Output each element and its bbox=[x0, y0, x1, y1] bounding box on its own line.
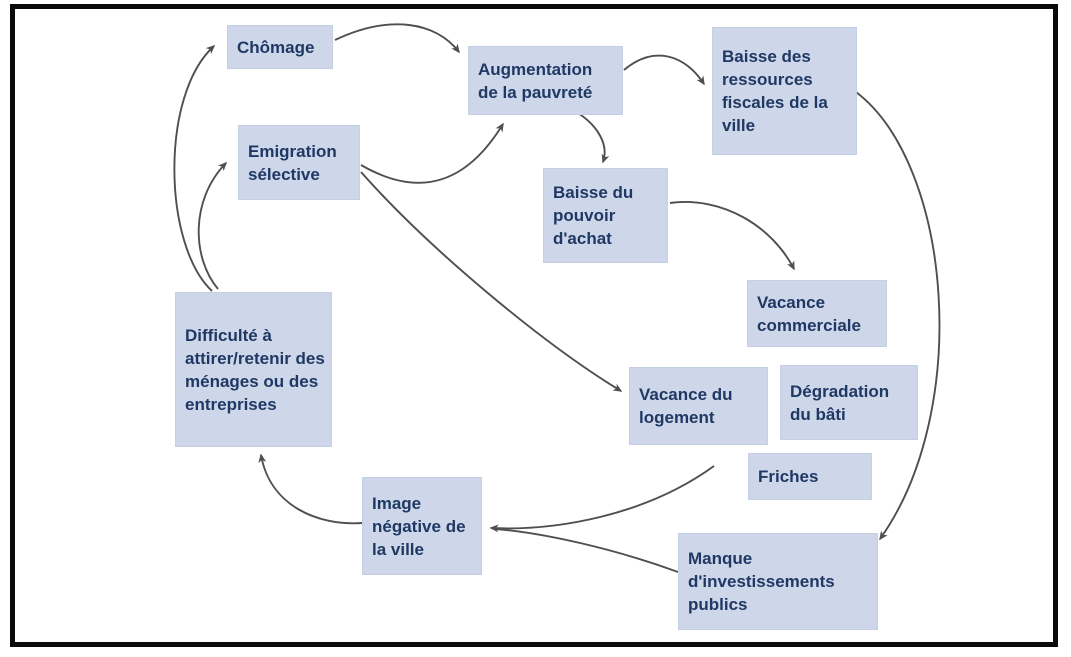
node-vacance-commerciale: Vacance commerciale bbox=[747, 280, 887, 347]
arrow-augmentation-pauvrete-to-baisse-ressources-fiscales bbox=[623, 54, 705, 86]
node-vacance-logement: Vacance du logement bbox=[629, 367, 768, 445]
arrow-baisse-pouvoir-achat-to-vacance-commerciale bbox=[669, 201, 795, 271]
node-emigration-selective: Emigration sélective bbox=[238, 125, 360, 200]
node-label-friches: Friches bbox=[758, 467, 819, 486]
node-label-chomage: Chômage bbox=[237, 37, 315, 57]
node-label-augmentation-pauvrete: Augmentation de la pauvreté bbox=[478, 59, 593, 102]
node-label-image-negative: Image négative de la ville bbox=[372, 493, 466, 559]
node-augmentation-pauvrete: Augmentation de la pauvreté bbox=[468, 46, 623, 115]
node-baisse-ressources-fiscales: Baisse des ressources fiscales de la vil… bbox=[712, 27, 857, 155]
arrow-emigration-selective-to-augmentation-pauvrete bbox=[360, 122, 504, 184]
node-difficulte-attirer: Difficulté à attirer/retenir des ménages… bbox=[175, 292, 332, 447]
node-label-baisse-pouvoir-achat: Baisse du pouvoir d'achat bbox=[553, 183, 634, 248]
arrow-vacance-logement-to-image-negative bbox=[489, 465, 715, 533]
node-label-vacance-logement: Vacance du logement bbox=[639, 385, 733, 427]
node-baisse-pouvoir-achat: Baisse du pouvoir d'achat bbox=[543, 168, 668, 263]
node-label-manque-investissements: Manque d'investissements publics bbox=[688, 549, 835, 614]
node-label-emigration-selective: Emigration sélective bbox=[248, 141, 337, 184]
arrow-difficulte-attirer-to-emigration-selective bbox=[197, 161, 228, 290]
node-label-difficulte-attirer: Difficulté à attirer/retenir des ménages… bbox=[185, 325, 325, 414]
arrow-emigration-selective-to-vacance-logement bbox=[360, 171, 623, 392]
arrow-manque-investissements-to-image-negative bbox=[495, 528, 679, 573]
node-label-baisse-ressources-fiscales: Baisse des ressources fiscales de la vil… bbox=[722, 47, 828, 135]
arrow-difficulte-attirer-to-chomage bbox=[173, 44, 216, 292]
arrow-augmentation-pauvrete-to-baisse-pouvoir-achat bbox=[577, 112, 610, 164]
node-manque-investissements: Manque d'investissements publics bbox=[678, 533, 878, 630]
arrow-image-negative-to-difficulte-attirer bbox=[258, 453, 363, 525]
arrow-chomage-to-augmentation-pauvrete bbox=[334, 23, 460, 54]
node-image-negative: Image négative de la ville bbox=[362, 477, 482, 575]
arrow-baisse-ressources-fiscales-to-manque-investissements bbox=[855, 91, 941, 541]
node-chomage: Chômage bbox=[227, 25, 333, 69]
node-label-degradation-bati: Dégradation du bâti bbox=[790, 381, 890, 424]
node-label-vacance-commerciale: Vacance commerciale bbox=[757, 292, 861, 335]
node-degradation-bati: Dégradation du bâti bbox=[780, 365, 918, 440]
node-friches: Friches bbox=[748, 453, 872, 500]
